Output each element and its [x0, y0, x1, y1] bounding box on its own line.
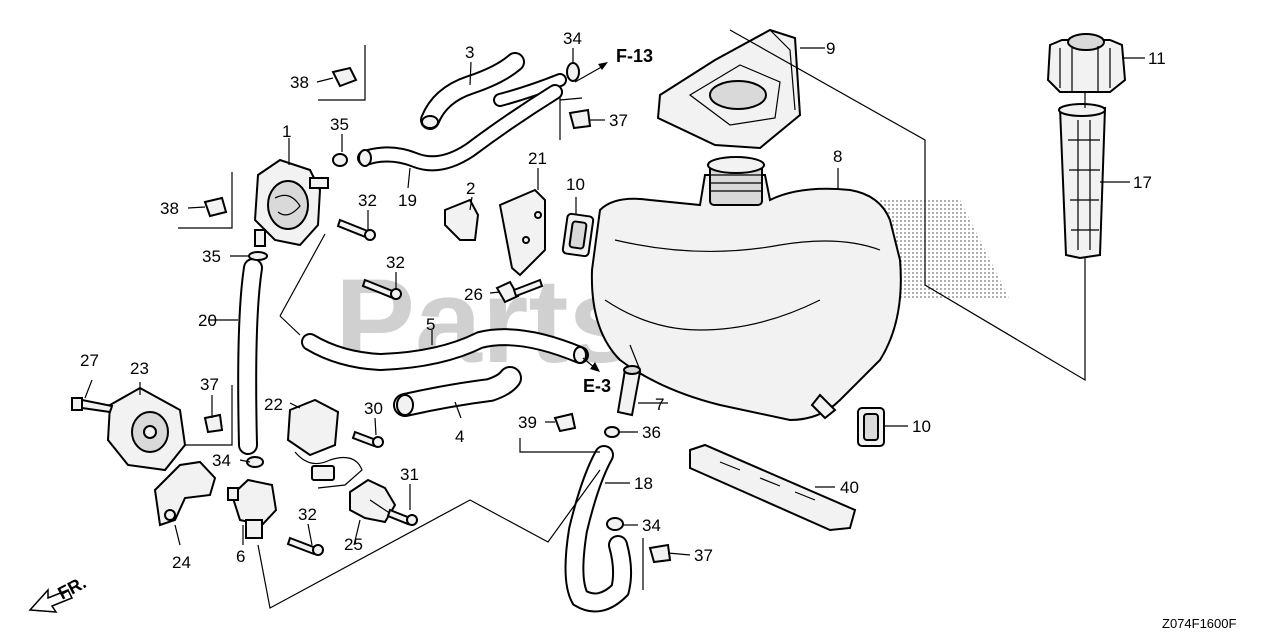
callout-7: 7 — [655, 395, 664, 414]
callout-40: 40 — [840, 478, 859, 497]
ref-f13: F-13 — [616, 46, 653, 66]
callout-32-lower: 32 — [298, 505, 317, 524]
clip-34-upper[interactable] — [566, 62, 580, 82]
callout-8: 8 — [833, 147, 842, 166]
callout-37-lower: 37 — [694, 546, 713, 565]
callout-18: 18 — [634, 474, 653, 493]
clip-35-upper[interactable] — [332, 153, 348, 167]
callout-17: 17 — [1133, 173, 1152, 192]
screw-30[interactable] — [351, 430, 384, 448]
arrow-to-e3 — [582, 357, 600, 372]
solenoid-22[interactable] — [286, 398, 363, 489]
front-direction-arrow — [28, 588, 74, 613]
screw-31[interactable] — [386, 508, 418, 526]
ref-e3: E-3 — [583, 376, 611, 396]
clip-37-lower[interactable] — [648, 543, 672, 564]
screw-32-lower[interactable] — [286, 536, 324, 556]
group-brackets — [178, 29, 1086, 609]
callout-37-upper: 37 — [609, 111, 628, 130]
callout-35-upper: 35 — [330, 115, 349, 134]
clip-37-left[interactable] — [203, 413, 224, 434]
hose-4[interactable] — [393, 366, 522, 417]
hose-18[interactable] — [564, 445, 633, 613]
callout-9: 9 — [826, 39, 835, 58]
callout-23: 23 — [130, 359, 149, 378]
callout-37-left: 37 — [200, 375, 219, 394]
fuel-cap[interactable] — [1046, 33, 1127, 93]
grommet-10-lower[interactable] — [857, 407, 885, 447]
callout-31: 31 — [400, 465, 419, 484]
callout-11: 11 — [1148, 49, 1166, 68]
callout-38-left: 38 — [160, 199, 179, 218]
callout-1: 1 — [282, 122, 291, 141]
tank-cover[interactable] — [656, 28, 802, 150]
callout-2: 2 — [466, 179, 475, 198]
fuel-valve-6[interactable] — [227, 478, 278, 539]
clip-39[interactable] — [553, 412, 577, 433]
callout-32-mid: 32 — [386, 253, 405, 272]
hose-20[interactable] — [237, 258, 263, 455]
hose-5[interactable] — [301, 328, 589, 372]
callout-27: 27 — [80, 351, 99, 370]
callout-25: 25 — [344, 535, 363, 554]
clip-34-lower[interactable] — [606, 517, 624, 531]
leader-lines — [84, 47, 1145, 556]
clip-38-left[interactable] — [203, 196, 228, 218]
callout-34-upper: 34 — [563, 29, 582, 48]
callout-19: 19 — [398, 191, 417, 210]
callout-26: 26 — [464, 285, 483, 304]
clip-37-upper[interactable] — [568, 108, 592, 130]
callout-20: 20 — [198, 311, 217, 330]
holder-24[interactable] — [153, 460, 217, 527]
clip-35-lower[interactable] — [248, 251, 268, 261]
bolt-26[interactable] — [495, 278, 544, 304]
clip-36[interactable] — [604, 426, 620, 438]
bolt-27[interactable] — [71, 397, 114, 414]
protector-40[interactable] — [689, 443, 857, 532]
callout-39: 39 — [518, 413, 537, 432]
joint-7[interactable] — [616, 365, 642, 417]
callout-24: 24 — [172, 553, 191, 572]
callout-21: 21 — [528, 149, 547, 168]
screw-32-mid[interactable] — [361, 278, 402, 300]
callout-10-lower: 10 — [912, 417, 931, 436]
bracket-21[interactable] — [498, 188, 546, 277]
callout-4: 4 — [455, 427, 464, 446]
callout-22: 22 — [264, 395, 283, 414]
callout-3: 3 — [465, 43, 474, 62]
callout-36: 36 — [642, 423, 661, 442]
callout-32-upper: 32 — [358, 191, 377, 210]
callout-labels: 1 2 3 4 5 6 7 8 9 10 10 11 17 18 19 20 2… — [80, 29, 1166, 572]
callout-35-lower: 35 — [202, 247, 221, 266]
callout-38-upper: 38 — [290, 73, 309, 92]
fuel-strainer[interactable] — [1058, 103, 1107, 260]
clip-38-upper[interactable] — [331, 66, 358, 88]
shading-area — [880, 200, 1010, 300]
diagram-code: Z074F1600F — [1162, 616, 1236, 631]
callout-30: 30 — [364, 399, 383, 418]
callout-34-left: 34 — [212, 451, 231, 470]
callout-5: 5 — [426, 315, 435, 334]
fuel-tank[interactable] — [590, 156, 902, 422]
grommet-10-upper[interactable] — [561, 212, 595, 258]
callout-10-upper: 10 — [566, 175, 585, 194]
screw-32-upper[interactable] — [336, 218, 376, 241]
holder-2[interactable] — [444, 198, 480, 241]
cover-23[interactable] — [106, 386, 187, 472]
callout-34-lower: 34 — [642, 516, 661, 535]
callout-6: 6 — [236, 547, 245, 566]
arrow-to-f13 — [574, 62, 608, 83]
hose-19[interactable] — [357, 84, 563, 172]
fuel-pump[interactable] — [253, 158, 329, 247]
